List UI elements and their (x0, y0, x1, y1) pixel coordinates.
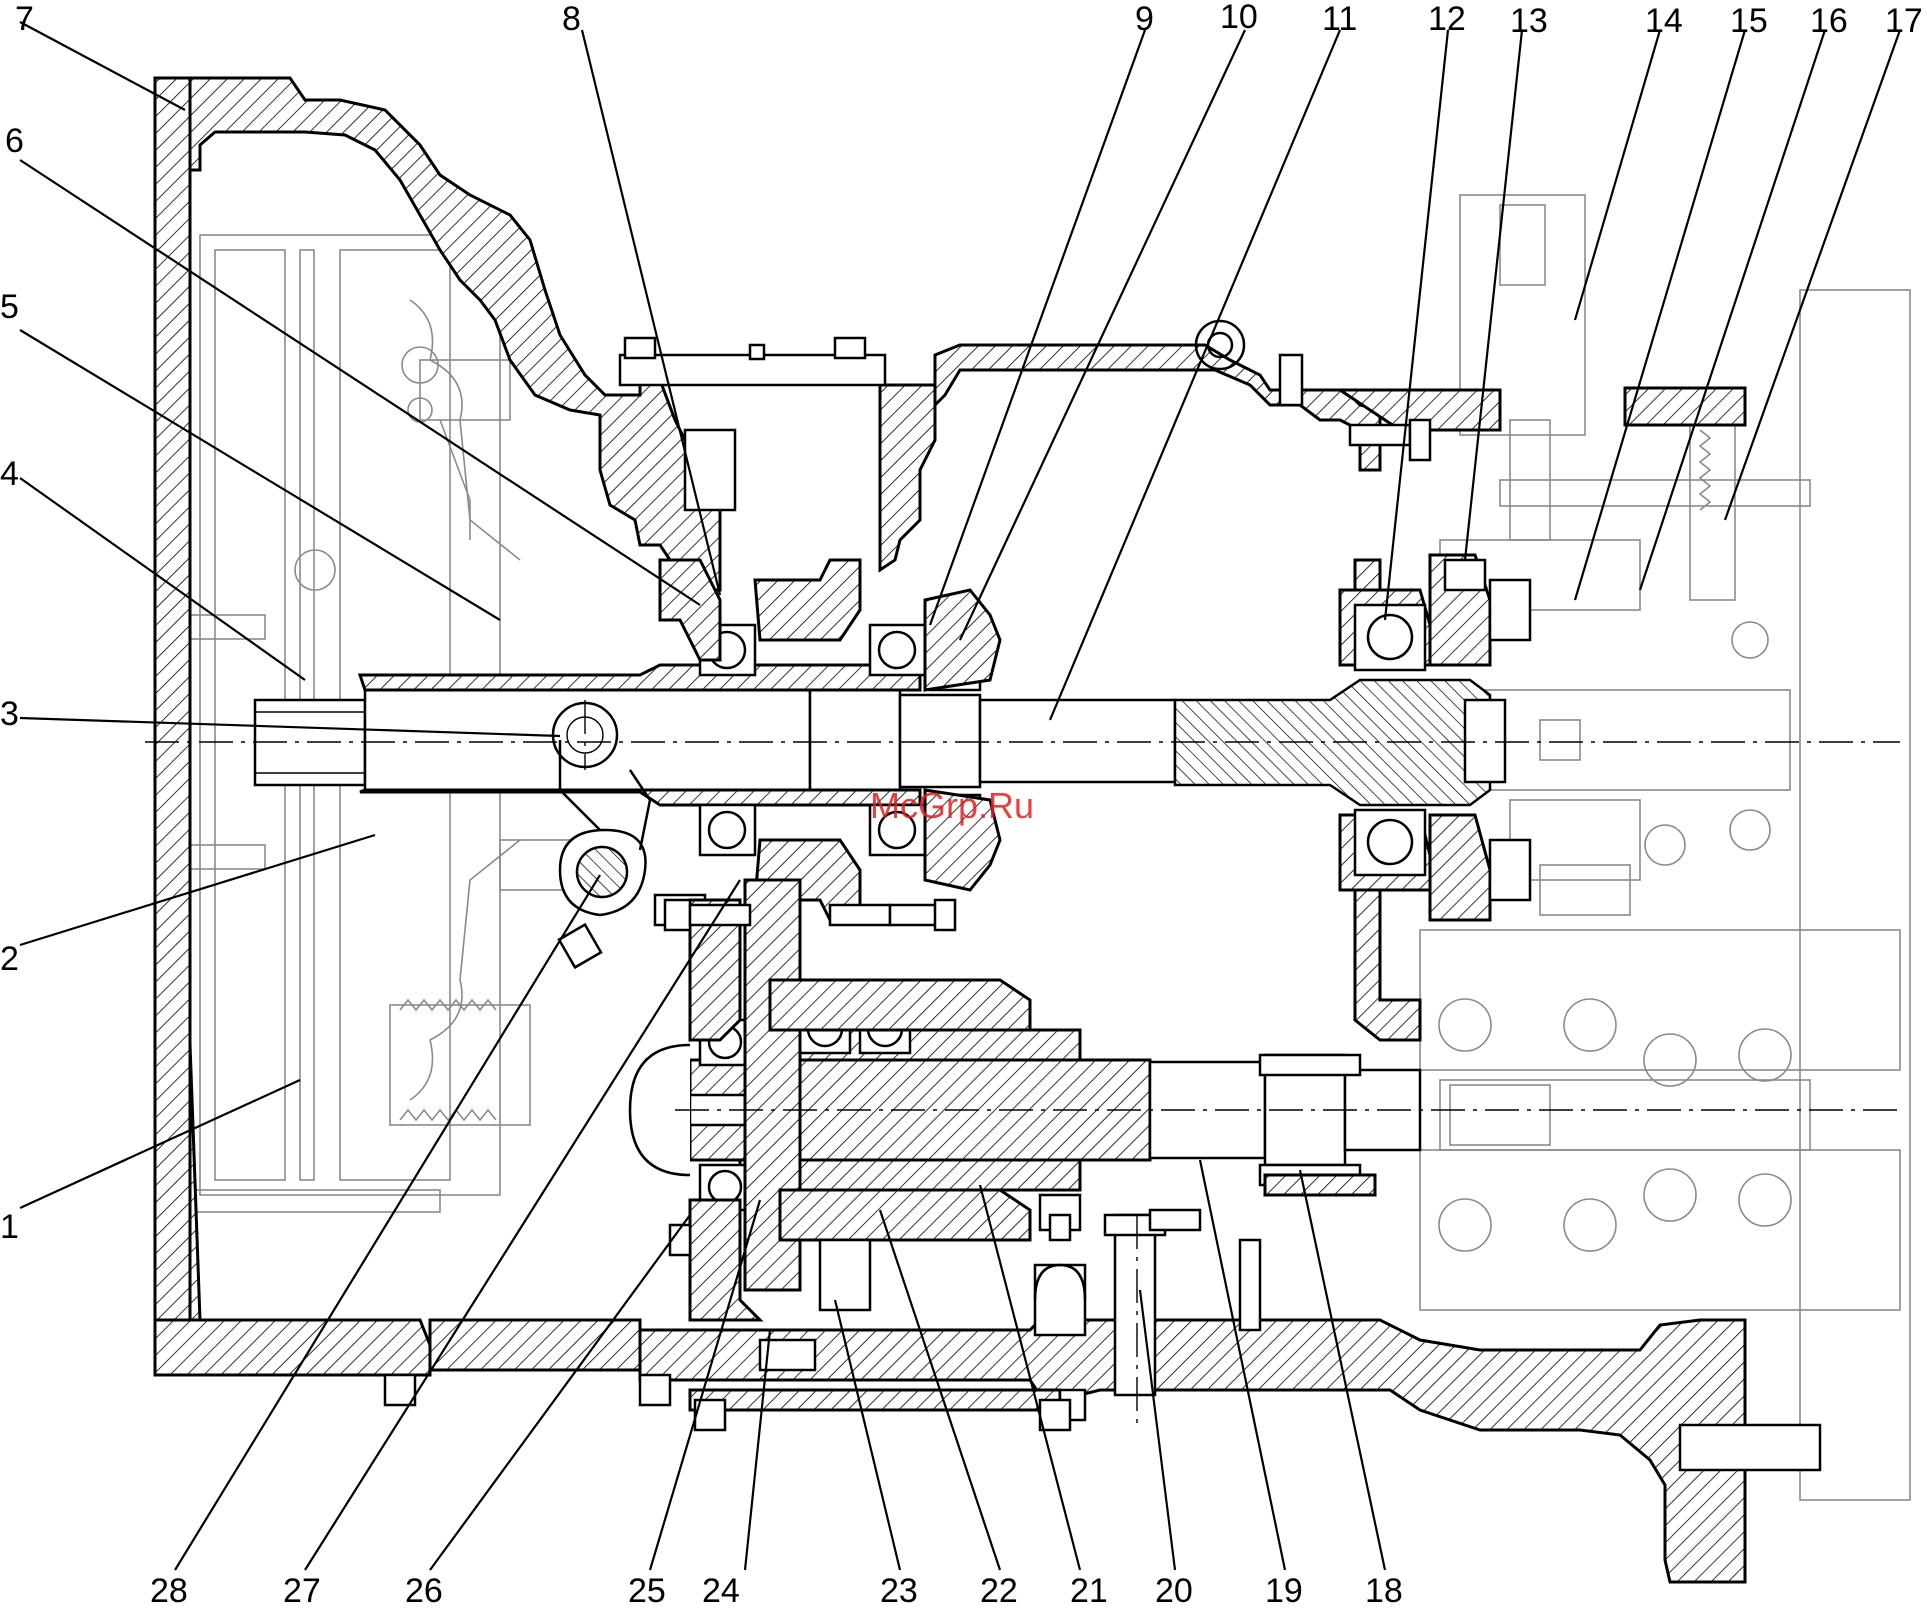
leader-12 (1385, 30, 1448, 620)
callout-5: 5 (0, 288, 19, 326)
callout-11: 11 (1322, 0, 1357, 38)
callout-20: 20 (1155, 1572, 1193, 1608)
leader-2 (20, 835, 375, 945)
callout-22: 22 (980, 1572, 1018, 1608)
callout-24: 24 (702, 1572, 740, 1608)
bolts (385, 420, 1820, 1470)
leader-14 (1575, 30, 1660, 320)
leader-15 (1575, 30, 1745, 600)
callout-1: 1 (0, 1208, 19, 1246)
callout-8: 8 (562, 0, 581, 38)
watermark-text: McGrp.Ru (870, 785, 1034, 826)
callout-4: 4 (0, 455, 19, 493)
callout-9: 9 (1135, 0, 1154, 38)
callout-21: 21 (1070, 1572, 1108, 1608)
callout-17: 17 (1885, 2, 1923, 40)
gearbox-housing (640, 345, 1745, 1582)
callout-23: 23 (880, 1572, 918, 1608)
leader-6 (20, 160, 700, 605)
callout-6: 6 (5, 122, 24, 160)
callout-19: 19 (1265, 1572, 1303, 1608)
callout-16: 16 (1810, 2, 1848, 40)
leader-9 (930, 30, 1145, 625)
leader-7 (20, 22, 185, 110)
callout-18: 18 (1365, 1572, 1403, 1608)
callout-12: 12 (1428, 0, 1466, 38)
callout-26: 26 (405, 1572, 443, 1608)
callout-28: 28 (150, 1572, 188, 1608)
leader-17 (1725, 30, 1900, 520)
callout-15: 15 (1730, 2, 1768, 40)
callout-7: 7 (15, 0, 34, 38)
callout-3: 3 (0, 695, 19, 733)
callout-25: 25 (628, 1572, 666, 1608)
leader-10 (960, 30, 1245, 640)
callout-14: 14 (1645, 2, 1683, 40)
callout-10: 10 (1220, 0, 1258, 36)
leader-28 (175, 875, 600, 1570)
callout-13: 13 (1510, 2, 1548, 40)
callout-27: 27 (283, 1572, 321, 1608)
callout-2: 2 (0, 940, 19, 978)
leader-5 (20, 330, 500, 620)
